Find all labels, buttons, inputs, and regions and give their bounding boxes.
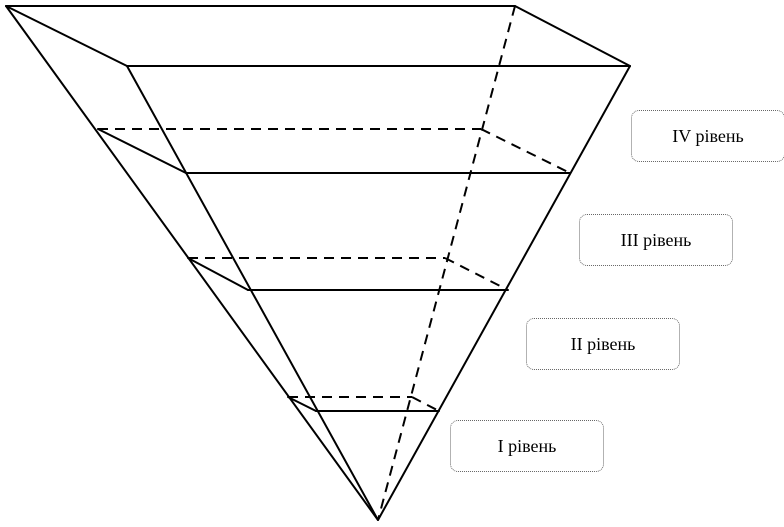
level-4-label: IV рівень [672, 125, 744, 146]
back-lateral-edge-hidden [377, 5, 516, 521]
level3-left-edge [187, 257, 249, 291]
level4-right-edge-hidden [480, 128, 571, 174]
level2-right-edge-hidden [411, 396, 440, 412]
level-4-label-box: IV рівень [631, 110, 784, 162]
level-3-label-box: III рівень [579, 214, 733, 266]
level4-left-edge [97, 128, 187, 174]
right-lateral-edge [377, 65, 631, 521]
top-left-edge [5, 5, 128, 67]
level-2-label-box: II рівень [526, 318, 680, 370]
level-2-label: II рівень [570, 333, 636, 354]
left-lateral-edge [5, 5, 379, 521]
level2-left-edge [287, 396, 317, 412]
level-3-label: III рівень [620, 229, 692, 250]
level-1-label-box: I рівень [450, 420, 604, 472]
level3-right-edge-hidden [444, 257, 509, 291]
top-right-edge [514, 5, 631, 67]
level-1-label: I рівень [497, 435, 557, 456]
front-lateral-edge [126, 65, 379, 521]
